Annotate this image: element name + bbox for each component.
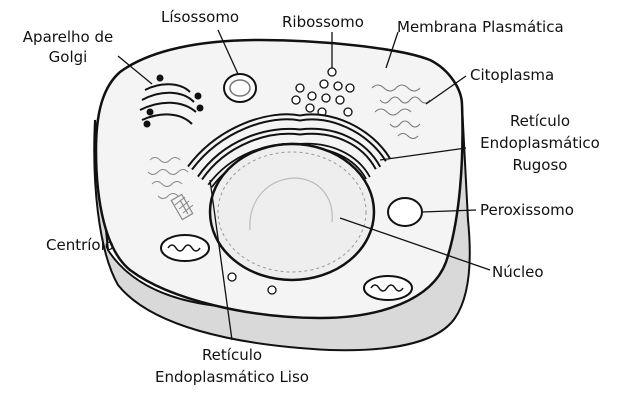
label-plasma-membrane: Membrana Plasmática bbox=[397, 18, 564, 36]
label-cytoplasm: Citoplasma bbox=[470, 66, 554, 84]
label-lysosome: Lísossomo bbox=[161, 8, 239, 26]
label-golgi-line1: Aparelho de bbox=[5, 28, 131, 46]
label-centriole: Centríolo bbox=[46, 236, 114, 254]
label-golgi-line2: Golgi bbox=[5, 48, 131, 66]
lysosome bbox=[224, 74, 256, 102]
nucleus bbox=[210, 144, 374, 280]
label-smooth-er-line2: Endoplasmático Liso bbox=[126, 368, 338, 386]
mitochondrion-right bbox=[364, 276, 412, 300]
peroxisome bbox=[388, 198, 422, 226]
label-nucleus: Núcleo bbox=[492, 263, 544, 281]
label-rough-er-line1: Retículo bbox=[470, 112, 610, 130]
label-ribosome: Ribossomo bbox=[282, 13, 364, 31]
label-smooth-er-line1: Retículo bbox=[126, 346, 338, 364]
label-rough-er-line2: Endoplasmático bbox=[470, 134, 610, 152]
label-rough-er-line3: Rugoso bbox=[470, 156, 610, 174]
mitochondrion-left bbox=[161, 235, 209, 261]
label-peroxisome: Peroxissomo bbox=[480, 201, 574, 219]
